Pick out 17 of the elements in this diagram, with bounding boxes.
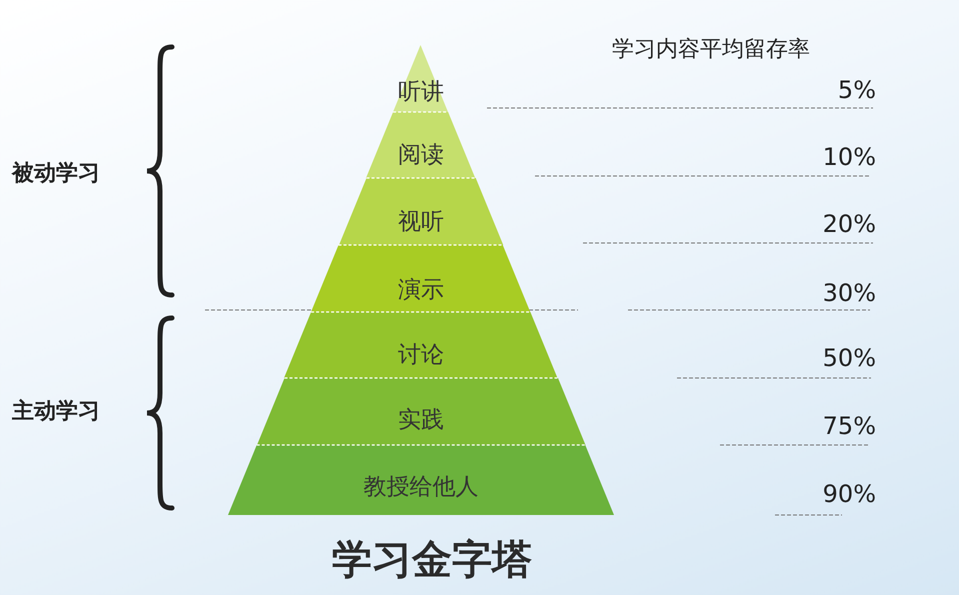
- layer-label: 阅读: [398, 141, 444, 169]
- layer-label: 视听: [398, 208, 444, 236]
- layer-label: 演示: [398, 276, 444, 304]
- percentage-label: 20%: [822, 210, 876, 238]
- layer-label: 实践: [398, 406, 444, 434]
- percentage-label: 90%: [822, 480, 876, 508]
- layer-label: 讨论: [398, 341, 444, 369]
- group-label: 主动学习: [12, 398, 100, 426]
- group-label: 被动学习: [12, 160, 100, 188]
- percentage-label: 30%: [822, 279, 876, 307]
- percentage-label: 10%: [822, 143, 876, 171]
- percentage-label: 50%: [822, 344, 876, 372]
- column-header: 学习内容平均留存率: [612, 36, 810, 64]
- layer-label: 教授给他人: [364, 473, 478, 501]
- percentage-label: 5%: [838, 76, 876, 104]
- title: 学习金字塔: [332, 536, 532, 585]
- percentage-label: 75%: [822, 412, 876, 440]
